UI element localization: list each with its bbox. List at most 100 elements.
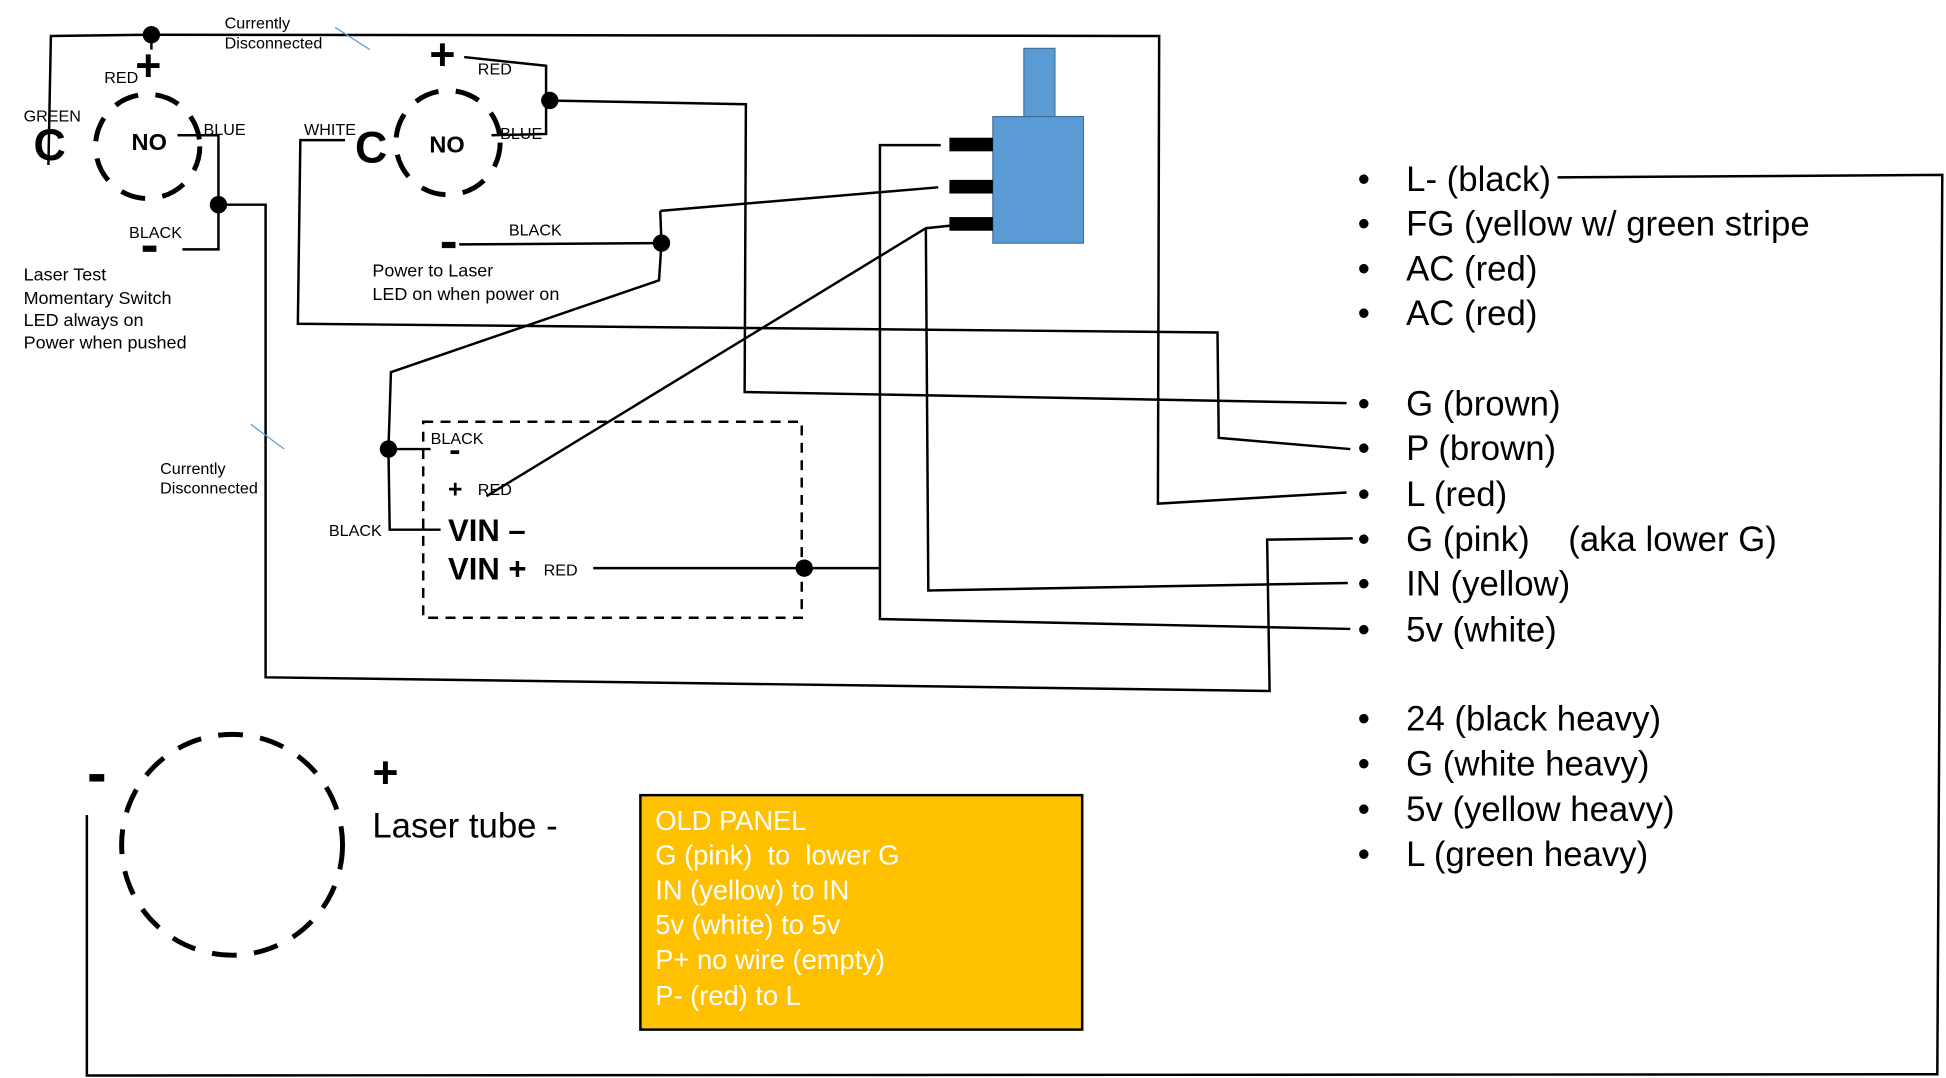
junction-nodes [142,26,813,577]
terminal-item: AC (red) [1406,295,1537,333]
vin-plus-wire-label: RED [544,562,578,580]
wire-vin-minus-black [387,449,441,531]
old-panel-line: P+ no wire (empty) [655,944,885,975]
power-switch: + RED WHITE C NO BLUE BLACK Power to Las… [304,30,562,304]
list-bullet: • [1358,521,1370,559]
old-panel-title: OLD PANEL [655,805,806,836]
terminal-item: G (white heavy) [1406,745,1649,783]
list-bullet: • [1358,250,1370,288]
description-line: Power to Laser [372,261,493,281]
power-common-wire-label: WHITE [304,121,356,139]
power-contact-label: NO [429,132,464,158]
converter-outline [421,420,803,620]
test-contact-label: NO [132,129,167,155]
list-bullet: • [1358,836,1370,874]
test-plus-wire-label: RED [104,69,138,87]
out-minus-symbol [450,450,460,455]
vin-minus-wire-label: BLACK [329,522,382,540]
list-bullet: • [1358,476,1370,514]
terminal-group-signal: • G (brown) • P (brown) • L (red) • G (p… [1358,386,1777,650]
terminal-item: 24 (black heavy) [1406,701,1661,739]
terminal-item: G (brown) [1406,386,1560,424]
tube-plus-symbol: + [372,749,398,798]
junction-node [652,234,671,252]
old-panel-line: P- (red) to L [655,980,801,1011]
connector-pin-3 [949,217,993,231]
tube-label: Laser tube - [372,807,557,845]
list-bullet: • [1358,745,1370,783]
list-bullet: • [1358,206,1370,244]
disconnect-mark-left [250,423,285,450]
old-panel-note: OLD PANEL G (pink) to lower G IN (yellow… [639,793,1084,1031]
description-line: Momentary Switch [24,288,172,308]
wire-power-minus-black [459,241,662,246]
power-no-wire-label: BLUE [500,125,542,143]
wire-pin3-to-in-yellow [924,228,1348,592]
junction-node [379,440,398,458]
list-bullet: • [1358,611,1370,649]
wire-white-to-p-brown [296,138,1351,451]
power-plus-wire-label: RED [478,60,512,78]
note-line: Currently [160,460,226,478]
list-bullet: • [1358,430,1370,468]
list-bullet: • [1358,161,1370,199]
wires [47,33,1944,1077]
test-switch-description: Laser Test Momentary Switch LED always o… [24,264,187,352]
description-line: LED on when power on [372,284,559,304]
terminal-group-ac: • L- (black) • FG (yellow w/ green strip… [1358,161,1810,333]
wire-power-to-g-brown [546,99,1347,405]
connector-pin-2 [949,179,993,194]
wire-green-common-top-loop [47,33,1347,505]
terminal-item: L (red) [1406,476,1507,514]
terminal-item: AC (red) [1406,250,1537,288]
power-minus-symbol [441,241,456,249]
terminal-group-heavy: • 24 (black heavy) • G (white heavy) • 5… [1358,701,1675,874]
out-plus-symbol: + [448,476,462,503]
description-line: LED always on [24,310,144,330]
test-common-wire-label: GREEN [24,108,81,126]
out-plus-wire-label: RED [478,481,512,499]
test-no-wire-label: BLUE [204,121,246,139]
switch-outline [93,91,203,201]
junction-node [541,91,559,110]
laser-tube: + Laser tube - [89,731,558,958]
wire-to-connector-pin2 [660,186,939,213]
note-line: Disconnected [225,34,323,52]
test-plus-symbol: + [135,42,161,91]
out-minus-wire-label: BLACK [431,430,484,448]
list-bullet: • [1358,791,1370,829]
connector-body [992,115,1085,244]
description-line: Laser Test [24,264,107,284]
junction-node [142,26,161,44]
connector-pin-1 [949,137,993,152]
test-minus-wire-label: BLACK [129,224,182,242]
power-common-symbol: C [355,124,387,173]
old-panel-line: IN (yellow) to IN [655,874,849,905]
power-switch-description: Power to Laser LED on when power on [372,261,559,305]
connector-tab [1023,47,1056,118]
tube-outline [119,731,346,958]
list-bullet: • [1358,565,1370,603]
terminal-item: G (pink) (aka lower G) [1406,521,1777,559]
list-bullet: • [1358,701,1370,739]
left-disconnect-note: Currently Disconnected [160,460,258,498]
power-minus-wire-label: BLACK [509,222,562,240]
laser-test-switch: + RED GREEN C NO BLUE BLACK Laser Test M… [24,42,246,353]
wire-test-to-lower-g [218,203,1353,693]
list-bullet: • [1358,386,1370,424]
note-line: Disconnected [160,480,258,498]
list-bullet: • [1358,295,1370,333]
converter-module: BLACK + RED BLACK VIN – VIN + RED [329,420,803,620]
terminal-item: L (green heavy) [1406,836,1648,874]
wire-l-minus-to-tube [85,173,1944,1077]
test-common-symbol: C [34,121,66,170]
old-panel-box [639,793,1084,1031]
terminal-item: P (brown) [1406,430,1556,468]
power-plus-symbol: + [429,30,455,79]
vin-minus-label: VIN – [448,513,526,548]
terminal-item: L- (black) [1406,161,1551,199]
terminal-item: 5v (white) [1406,611,1557,649]
test-minus-symbol [142,245,157,252]
old-panel-line: 5v (white) to 5v [655,909,840,940]
